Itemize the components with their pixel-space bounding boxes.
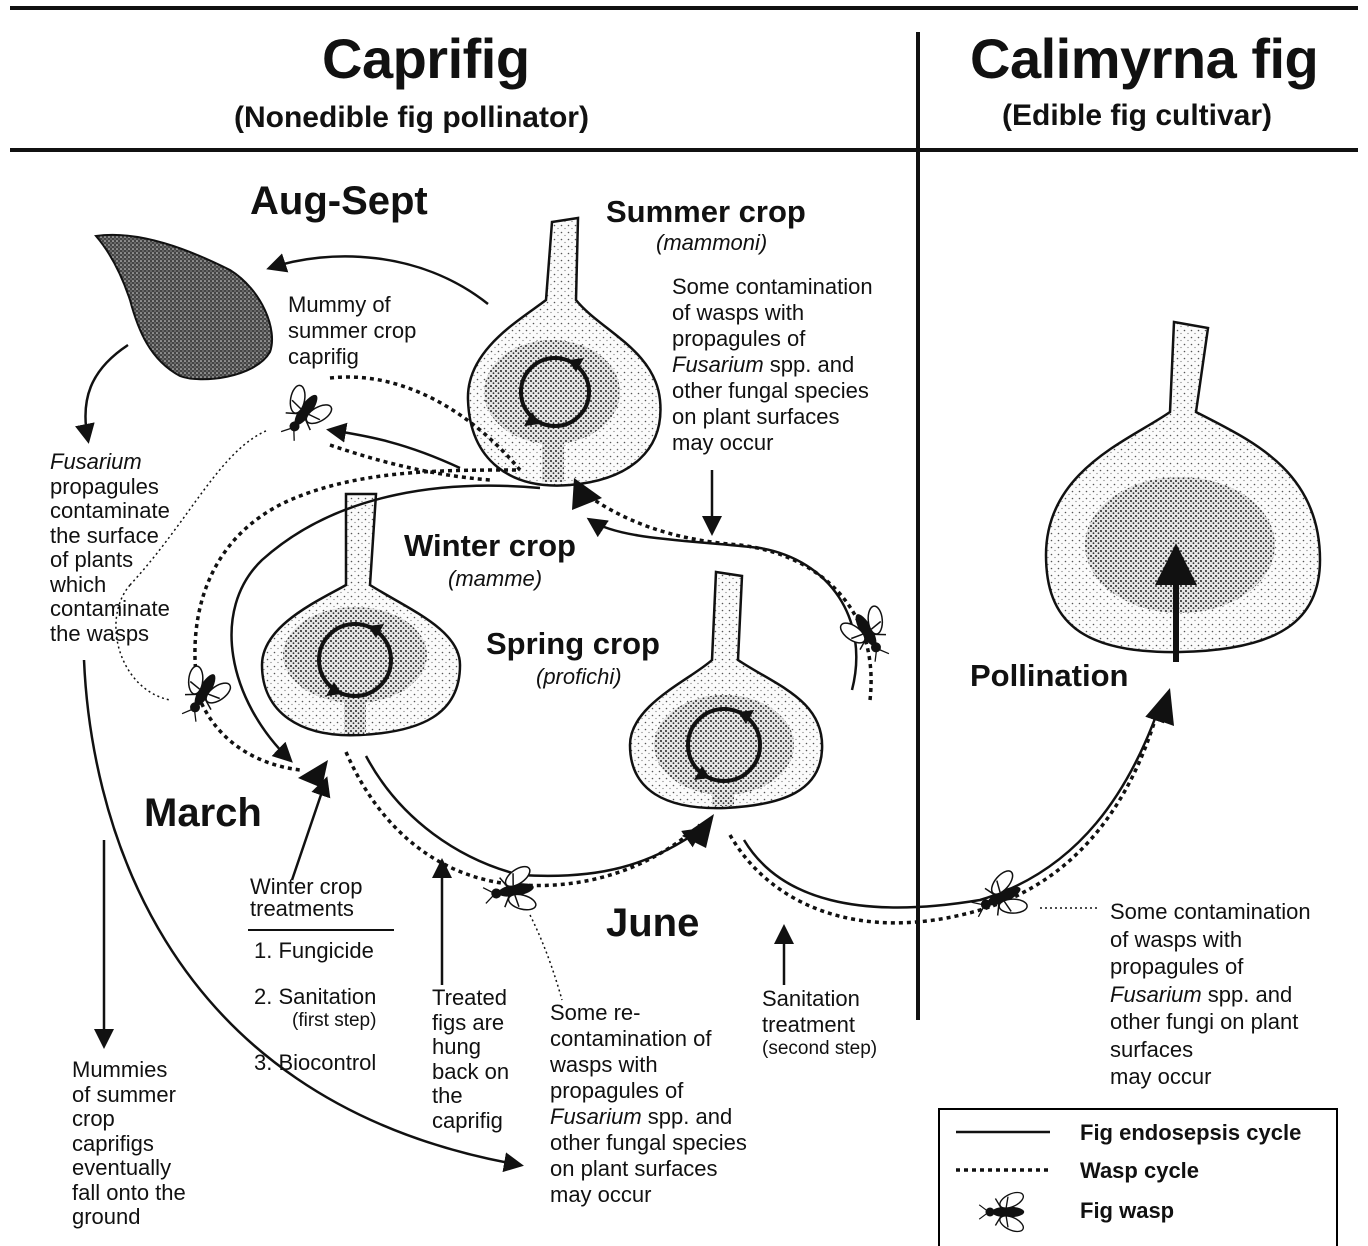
- summer-crop-local: (mammoni): [656, 230, 767, 256]
- season-june: June: [606, 900, 699, 947]
- treated-figs-note: Treated figs are hung back on the caprif…: [432, 986, 509, 1133]
- sanitation-detail: (second step): [762, 1036, 877, 1062]
- summer-crop-label: Summer crop: [606, 194, 806, 231]
- mummy-caprifig: [96, 235, 272, 379]
- calimyrna-contamination-note: Some contamination of wasps with propagu…: [1110, 898, 1311, 1091]
- sanitation-treatment-note: Sanitation treatment: [762, 986, 860, 1038]
- treatment-sanitation: 2. Sanitation: [254, 984, 376, 1010]
- wasp-icon: [167, 660, 237, 730]
- caprifig-subtitle: (Nonedible fig pollinator): [234, 100, 589, 135]
- pollination-label: Pollination: [970, 658, 1128, 695]
- caprifig-title: Caprifig: [322, 26, 530, 92]
- wasp-icon: [267, 379, 338, 450]
- fusarium-propagules-note: Fusarium propagules contaminate the surf…: [50, 450, 170, 646]
- spring-crop-fig: [630, 572, 822, 808]
- wasp-icon: [480, 862, 540, 921]
- winter-crop-label: Winter crop: [404, 528, 576, 565]
- spring-crop-local: (profichi): [536, 664, 622, 690]
- season-aug-sept: Aug-Sept: [250, 178, 428, 225]
- summer-contamination-note: Some contamination of wasps with propagu…: [672, 274, 873, 456]
- treatment-fungicide: 1. Fungicide: [254, 938, 374, 964]
- spring-crop-label: Spring crop: [486, 626, 660, 663]
- winter-crop-local: (mamme): [448, 566, 542, 592]
- season-march: March: [144, 790, 262, 837]
- treatment-sanitation-detail: (first step): [292, 1008, 376, 1034]
- recontamination-note: Some re- contamination of wasps with pro…: [550, 1000, 747, 1208]
- mummies-fall-note: Mummies of summer crop caprifigs eventua…: [72, 1058, 186, 1230]
- treatment-biocontrol: 3. Biocontrol: [254, 1050, 376, 1076]
- calimyrna-fig: [1046, 322, 1320, 662]
- legend-fig-wasp-label: Fig wasp: [1080, 1198, 1174, 1224]
- legend-endosepsis-label: Fig endosepsis cycle: [1080, 1120, 1301, 1146]
- winter-treatments-title: Winter crop treatments: [250, 876, 362, 920]
- calimyrna-subtitle: (Edible fig cultivar): [1002, 98, 1272, 133]
- legend-wasp-cycle-label: Wasp cycle: [1080, 1158, 1199, 1184]
- calimyrna-title: Calimyrna fig: [970, 26, 1318, 92]
- wasp-icon: [964, 865, 1032, 933]
